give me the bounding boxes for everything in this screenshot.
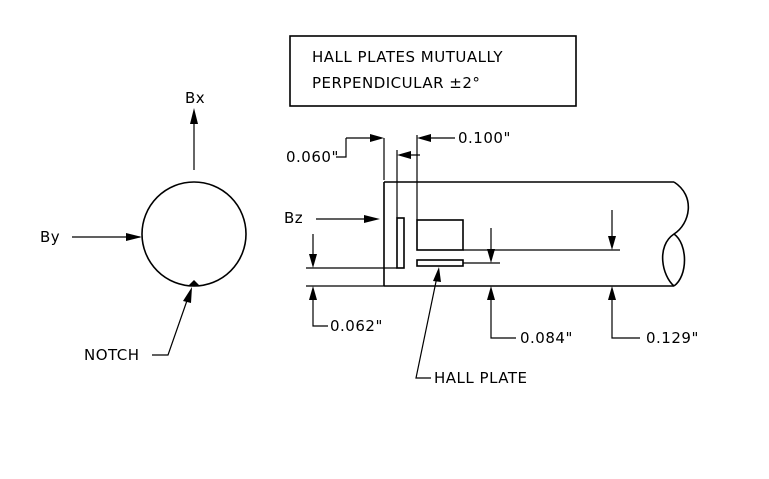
dim-084-arrowhead-bottom xyxy=(487,286,495,300)
dim-084-label: 0.084" xyxy=(520,329,573,347)
hall-plate-label: HALL PLATE xyxy=(434,369,528,387)
notch-leader-arrowhead xyxy=(183,287,192,303)
hall-plate-z xyxy=(396,217,405,269)
dim-062-arrowhead-bottom xyxy=(309,286,317,300)
by-arrowhead xyxy=(126,233,142,241)
dim-060-label-leader xyxy=(336,138,347,158)
hall-plate-leader-arrowhead xyxy=(433,267,441,282)
dim-084-label-leader xyxy=(490,290,516,339)
dim-062-label-leader xyxy=(312,290,328,327)
hall-plate-y xyxy=(416,259,464,267)
bx-label: Bx xyxy=(185,89,205,107)
dim-060-arrow-left xyxy=(370,134,384,142)
dim-129-label: 0.129" xyxy=(646,329,699,347)
dim-084-arrowhead-top xyxy=(487,249,495,263)
by-label: By xyxy=(40,228,60,246)
dim-100-label: 0.100" xyxy=(458,129,511,147)
note-line-2: PERPENDICULAR ±2° xyxy=(312,74,480,92)
dim-060-label: 0.060" xyxy=(286,148,339,166)
notch-label: NOTCH xyxy=(84,346,140,364)
note-line-1: HALL PLATES MUTUALLY xyxy=(312,48,503,66)
hall-plate-x xyxy=(416,219,464,251)
hall-plate-leader xyxy=(415,271,439,379)
bx-arrowhead xyxy=(190,108,198,124)
dim-129-arrowhead-bottom xyxy=(608,286,616,300)
dim-100-arrow xyxy=(417,134,431,142)
dim-129-arrowhead-top xyxy=(608,236,616,250)
dim-060-arrow-right xyxy=(397,151,411,159)
probe-break-line xyxy=(661,181,690,287)
notch-mark xyxy=(188,280,200,286)
bz-label: Bz xyxy=(284,209,303,227)
note-box xyxy=(289,35,577,107)
dim-062-arrowhead-top xyxy=(309,254,317,268)
notch-leader xyxy=(152,291,191,356)
dim-062-label: 0.062" xyxy=(330,317,383,335)
probe-end-view xyxy=(141,181,247,287)
dim-129-label-leader xyxy=(611,290,640,339)
bz-arrowhead xyxy=(364,215,380,223)
probe-break-line-inner xyxy=(673,233,686,287)
